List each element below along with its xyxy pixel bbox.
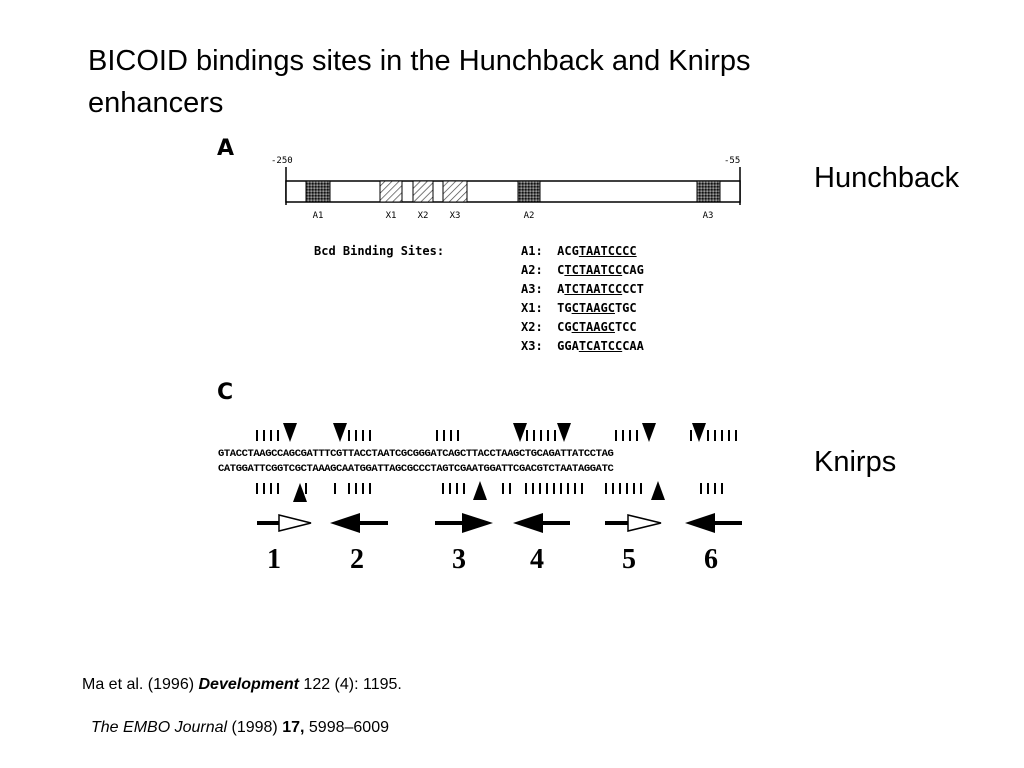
site-box-x3 (442, 180, 468, 203)
slide-title: BICOID bindings sites in the Hunchback a… (88, 45, 751, 119)
site-label-x3: X3 (449, 211, 461, 221)
site-box-a1 (305, 180, 331, 203)
site-box-x1 (379, 180, 403, 203)
site-1-arrow (257, 514, 312, 532)
panel-letter-a: A (217, 136, 235, 161)
site-box-a2 (517, 180, 541, 203)
site-2-arrow (330, 513, 388, 533)
binding-site-row: A3: ATCTAATCCCCT (521, 282, 644, 296)
site-label-a1: A1 (312, 211, 324, 221)
coord-left: -250 (271, 156, 293, 166)
site-number-5: 5 (622, 544, 636, 575)
bottom-strand-triangles (293, 481, 665, 502)
site-label-x2: X2 (417, 211, 429, 221)
site-number-1: 1 (267, 544, 281, 575)
binding-site-row: X2: CGCTAAGCTCC (521, 320, 637, 334)
site-label-a2: A2 (523, 211, 535, 221)
sequence-bottom-strand: CATGGATTCGGTCGCTAAAGCAATGGATTAGCGCCCTAGT… (218, 463, 614, 475)
site-number-3: 3 (452, 544, 466, 575)
site-3-arrow (435, 513, 493, 533)
binding-site-row: X3: GGATCATCCCAA (521, 339, 644, 353)
binding-site-row: X1: TGCTAAGCTGC (521, 301, 637, 315)
site-number-2: 2 (350, 544, 364, 575)
binding-sites-header: Bcd Binding Sites: (314, 244, 445, 258)
binding-site-row: A1: ACGTAATCCCC (521, 244, 637, 258)
panel-letter-c: C (217, 380, 234, 405)
site-box-x2 (412, 180, 434, 203)
site-label-x1: X1 (385, 211, 397, 221)
site-6-arrow (685, 513, 742, 533)
citation-development: Ma et al. (1996) Development 122 (4): 11… (82, 676, 402, 693)
site-label-a3: A3 (702, 211, 714, 221)
coord-right: -55 (724, 156, 741, 166)
site-box-a3 (696, 180, 721, 203)
sequence-top-strand: GTACCTAAGCCAGCGATTTCGTTACCTAATCGCGGGATCA… (218, 448, 614, 460)
site-4-arrow (513, 513, 570, 533)
site-number-6: 6 (704, 544, 718, 575)
knirps-label: Knirps (814, 446, 897, 478)
hunchback-label: Hunchback (814, 162, 960, 194)
binding-site-row: A2: CTCTAATCCCAG (521, 263, 644, 277)
citation-embo: The EMBO Journal (1998) 17, 5998–6009 (91, 719, 389, 736)
site-number-4: 4 (530, 544, 544, 575)
bottom-strand-ticks (256, 483, 723, 494)
top-strand-triangles (283, 423, 706, 442)
site-5-arrow (605, 514, 662, 532)
top-strand-ticks (256, 430, 737, 441)
